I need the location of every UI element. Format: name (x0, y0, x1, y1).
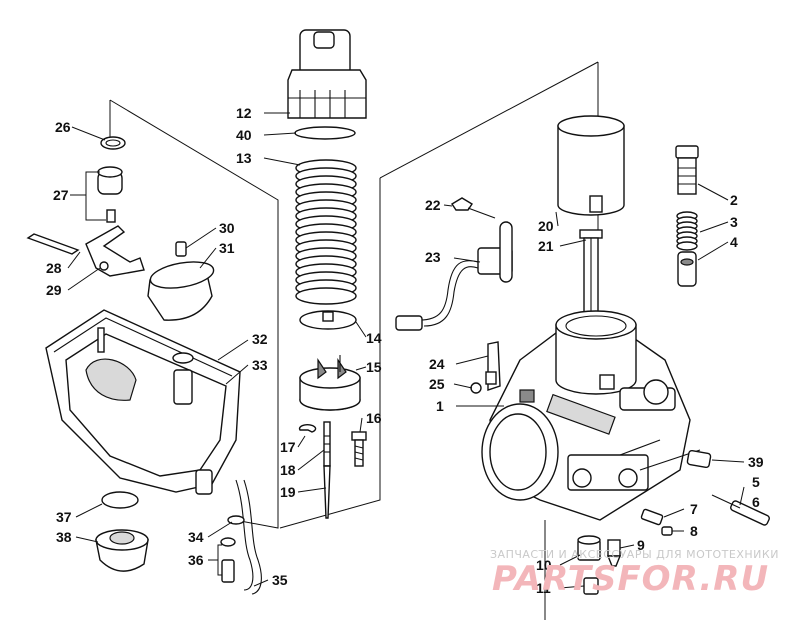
callout-37: 37 (56, 509, 72, 525)
callout-6: 6 (752, 494, 760, 510)
part-e-clip (298, 423, 317, 433)
part-jet-needle (323, 421, 331, 519)
part-throttle-slide (557, 115, 625, 216)
callout-21: 21 (538, 238, 554, 254)
part-jet-9 (606, 539, 622, 567)
callout-20: 20 (538, 218, 554, 234)
part-lever-bracket (85, 225, 145, 277)
part-needle-holder (299, 355, 361, 411)
part-o-ring-40 (294, 126, 356, 140)
part-sensor-cable (395, 197, 513, 331)
part-plug-39 (686, 449, 712, 469)
callout-10: 10 (536, 557, 552, 573)
center-panel-frame (279, 178, 381, 529)
part-main-jet-holder (577, 535, 601, 561)
callout-28: 28 (46, 260, 62, 276)
callout-24: 24 (429, 356, 445, 372)
part-adjuster-screw (675, 145, 699, 195)
part-lever-rod (26, 233, 80, 255)
callout-33: 33 (252, 357, 268, 373)
callout-7: 7 (690, 501, 698, 517)
callout-32: 32 (252, 331, 268, 347)
callout-5: 5 (752, 474, 760, 490)
part-idle-screw (711, 494, 770, 526)
part-slide-guide (579, 229, 603, 319)
callout-34: 34 (188, 529, 204, 545)
part-screw-25 (470, 382, 482, 394)
leader-lines (67, 112, 745, 589)
callout-2: 2 (730, 192, 738, 208)
callout-8: 8 (690, 523, 698, 539)
part-float-pin (175, 241, 187, 257)
part-spring-seat (299, 310, 357, 330)
callout-labels: 12 40 13 14 15 16 17 18 19 26 27 28 29 3… (46, 105, 764, 596)
callout-14: 14 (366, 330, 382, 346)
callout-1: 1 (436, 398, 444, 414)
part-drain-fitting (220, 537, 236, 583)
spring-coil (295, 287, 357, 305)
callout-19: 19 (280, 484, 296, 500)
part-screw-16 (351, 431, 367, 467)
callout-18: 18 (280, 462, 296, 478)
watermark-subtitle: ЗАПЧАСТИ И АКСЕССУАРЫ ДЛЯ МОТОТЕХНИКИ (490, 548, 779, 561)
part-top-cap (287, 29, 367, 119)
part-bracket (485, 341, 501, 391)
watermark-brand: PARTSFOR.RU (492, 559, 769, 599)
callout-35: 35 (272, 572, 288, 588)
part-carburetor-body (481, 310, 701, 521)
callout-40: 40 (236, 127, 252, 143)
part-o-ring-37 (101, 491, 139, 509)
part-float-bowl (45, 309, 241, 495)
callout-13: 13 (236, 150, 252, 166)
callout-25: 25 (429, 376, 445, 392)
callout-4: 4 (730, 234, 738, 250)
callout-39: 39 (748, 454, 764, 470)
callout-27: 27 (53, 187, 69, 203)
callout-36: 36 (188, 552, 204, 568)
callout-15: 15 (366, 359, 382, 375)
part-small-spring (676, 211, 698, 251)
callout-29: 29 (46, 282, 62, 298)
callout-31: 31 (219, 240, 235, 256)
callout-12: 12 (236, 105, 252, 121)
part-choke-cap (100, 136, 126, 150)
callout-11: 11 (536, 580, 551, 596)
part-float (147, 261, 215, 321)
spring-coil (676, 241, 698, 251)
callout-38: 38 (56, 529, 72, 545)
callout-26: 26 (55, 119, 71, 135)
callout-16: 16 (366, 410, 382, 426)
callout-30: 30 (219, 220, 235, 236)
part-drain-cap (95, 529, 149, 572)
callout-9: 9 (637, 537, 645, 553)
left-panel-frame (109, 99, 279, 529)
callout-3: 3 (730, 214, 738, 230)
callout-23: 23 (425, 249, 441, 265)
part-plunger (677, 251, 697, 287)
part-throttle-spring (295, 159, 357, 305)
callout-17: 17 (280, 439, 296, 455)
part-pilot-screw (640, 508, 673, 536)
callout-22: 22 (425, 197, 441, 213)
part-choke-plunger (97, 166, 123, 223)
watermark: ЗАПЧАСТИ И АКСЕССУАРЫ ДЛЯ МОТОТЕХНИКИ PA… (490, 548, 779, 599)
